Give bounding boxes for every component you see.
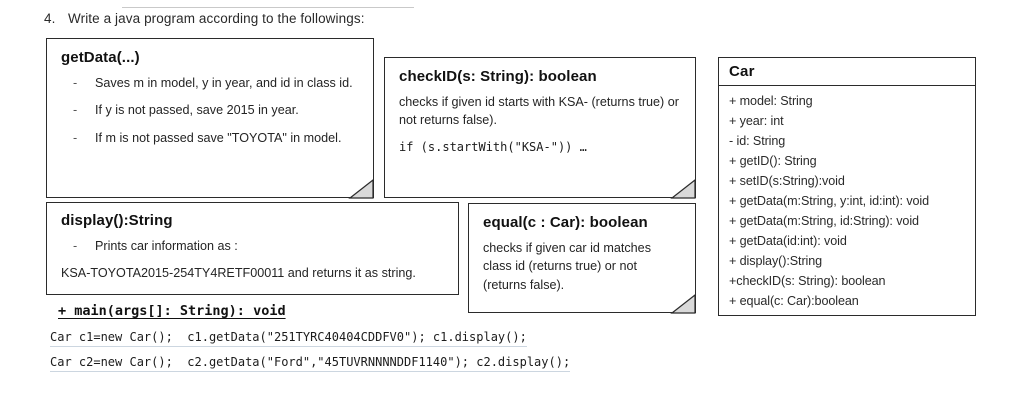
uml-members-compartment: + model: String + year: int - id: String… bbox=[719, 86, 975, 315]
note-display-title: display():String bbox=[61, 212, 173, 229]
note-getdata-title: getData(...) bbox=[61, 49, 140, 66]
note-equal-paragraph: checks if given car id matches class id … bbox=[483, 241, 651, 292]
question-line: 4. Write a java program according to the… bbox=[44, 11, 365, 26]
note-checkid-title: checkID(s: String): boolean bbox=[399, 68, 597, 85]
uml-member-row: + equal(c: Car):boolean bbox=[729, 294, 859, 308]
uml-member-row: +checkID(s: String): boolean bbox=[729, 274, 886, 288]
note-display-bullet-1: Prints car information as : bbox=[61, 237, 444, 256]
note-display-bullets: Prints car information as : bbox=[61, 237, 444, 256]
uml-member-row: + display():String bbox=[729, 254, 823, 268]
uml-class-name: Car bbox=[719, 58, 975, 86]
note-checkid: checkID(s: String): boolean checks if gi… bbox=[384, 57, 696, 199]
code-line-1: Car c1=new Car(); c1.getData("251TYRC404… bbox=[50, 330, 527, 347]
top-divider-rule bbox=[122, 7, 414, 8]
uml-member-row: + getData(id:int): void bbox=[729, 234, 847, 248]
callout-tail-icon bbox=[348, 178, 374, 199]
note-getdata: getData(...) Saves m in model, y in year… bbox=[46, 38, 374, 199]
note-getdata-bullet-3: If m is not passed save "TOYOTA" in mode… bbox=[61, 129, 359, 148]
uml-class-car: Car + model: String + year: int - id: St… bbox=[718, 57, 976, 316]
note-equal-title: equal(c : Car): boolean bbox=[483, 214, 648, 231]
uml-member-row: + year: int bbox=[729, 114, 784, 128]
note-getdata-bullets: Saves m in model, y in year, and id in c… bbox=[61, 74, 359, 147]
uml-member-row: + setID(s:String):void bbox=[729, 174, 845, 188]
main-method-signature: + main(args[]: String): void bbox=[58, 303, 286, 319]
question-text: Write a java program according to the fo… bbox=[68, 11, 365, 26]
note-equal: equal(c : Car): boolean checks if given … bbox=[468, 203, 696, 314]
callout-tail-icon bbox=[670, 293, 696, 314]
note-display-sample-output: KSA-TOYOTA2015-254TY4RETF00011 and retur… bbox=[61, 266, 416, 281]
note-getdata-bullet-1: Saves m in model, y in year, and id in c… bbox=[61, 74, 359, 93]
uml-member-row: - id: String bbox=[729, 134, 786, 148]
callout-tail-icon bbox=[670, 178, 696, 199]
note-display: display():String Prints car information … bbox=[46, 202, 459, 295]
note-checkid-paragraph: checks if given id starts with KSA- (ret… bbox=[399, 95, 679, 128]
uml-member-row: + getID(): String bbox=[729, 154, 817, 168]
code-line-2: Car c2=new Car(); c2.getData("Ford","45T… bbox=[50, 355, 571, 372]
uml-member-row: + getData(m:String, id:String): void bbox=[729, 214, 919, 228]
note-getdata-bullet-2: If y is not passed, save 2015 in year. bbox=[61, 101, 359, 120]
question-number: 4. bbox=[44, 11, 56, 26]
note-checkid-code: if (s.startWith("KSA-")) … bbox=[399, 139, 587, 154]
uml-member-row: + getData(m:String, y:int, id:int): void bbox=[729, 194, 930, 208]
uml-member-row: + model: String bbox=[729, 94, 813, 108]
